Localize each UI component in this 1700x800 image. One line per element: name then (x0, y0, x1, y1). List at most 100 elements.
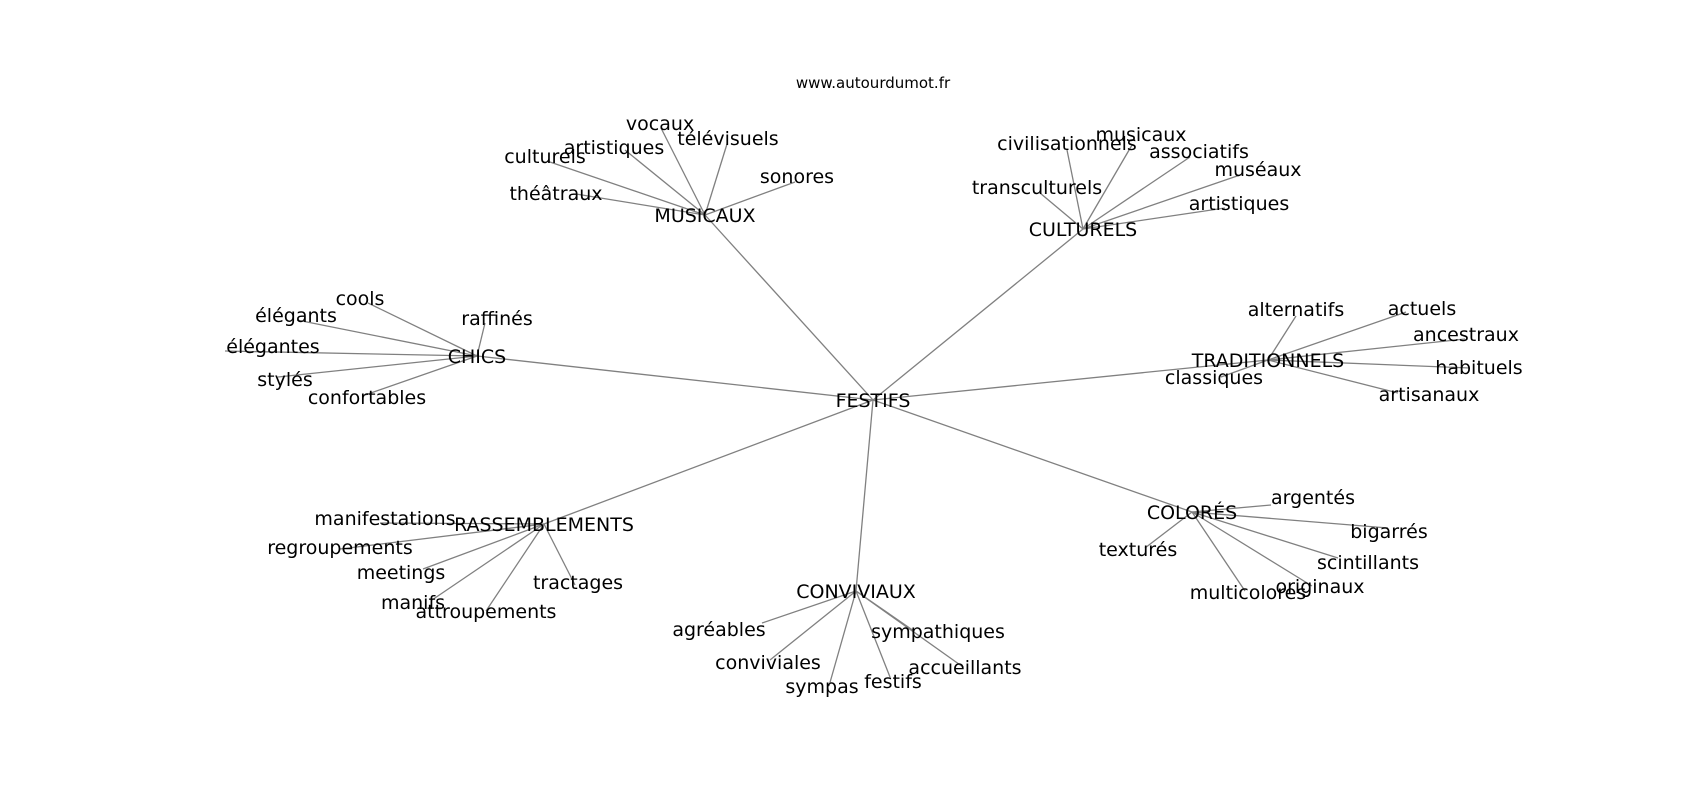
leaf-word: élégantes (226, 336, 319, 358)
leaf-word: vocaux (626, 113, 694, 135)
edge-center-to-hub (872, 228, 1084, 401)
leaf-word: bigarrés (1350, 521, 1428, 543)
center-node: FESTIFS (836, 390, 911, 412)
edge-hub-to-word (277, 355, 478, 378)
edge-hub-to-word (855, 590, 891, 678)
edge-hub-to-word (1191, 504, 1272, 513)
edge-hub-to-word (828, 590, 857, 687)
leaf-word: civilisationnels (997, 133, 1137, 155)
leaf-word: attroupements (416, 601, 557, 623)
leaf-word: festifs (864, 671, 922, 693)
edge-hub-to-word (431, 523, 545, 601)
leaf-word: sonores (760, 166, 834, 188)
edge-hub-to-word (1082, 144, 1133, 230)
leaf-word: classiques (1165, 367, 1263, 389)
edge-hub-to-word (1191, 511, 1313, 587)
edge-hub-to-word (1082, 207, 1226, 230)
leaf-word: sympathiques (871, 621, 1005, 643)
leaf-word: ancestraux (1413, 324, 1519, 346)
edge-hub-to-word (1267, 311, 1407, 361)
leaf-word: stylés (257, 369, 312, 391)
edge-hub-to-word (379, 522, 545, 525)
leaf-word: multicolores (1190, 582, 1307, 604)
edge-hub-to-word (476, 322, 486, 357)
leaf-word: regroupements (267, 537, 413, 559)
hub-node: CHICS (448, 346, 506, 368)
hub-node: TRADITIONNELS (1191, 350, 1345, 372)
edge-hub-to-word (1144, 511, 1193, 549)
edge-center-to-hub (855, 399, 874, 592)
hub-node: CULTURELS (1029, 219, 1138, 241)
edge-hub-to-word (575, 193, 706, 216)
leaf-word: alternatifs (1248, 299, 1345, 321)
edge-hub-to-word (339, 523, 545, 550)
edge-hub-to-word (1191, 511, 1389, 529)
edge-hub-to-word (224, 350, 478, 357)
edge-hub-to-word (1082, 174, 1241, 230)
edge-hub-to-word (1267, 338, 1466, 361)
leaf-word: culturels (504, 146, 586, 168)
edge-center-to-hub (872, 359, 1269, 401)
edge-hub-to-word (761, 590, 857, 624)
edge-hub-to-word (624, 149, 706, 216)
leaf-word: muséaux (1214, 159, 1301, 181)
leaf-word: manifs (381, 592, 445, 614)
hub-node: MUSICAUX (654, 205, 755, 227)
edge-hub-to-word (546, 160, 706, 216)
edge-hub-to-word (485, 523, 545, 612)
leaf-word: argentés (1271, 487, 1355, 509)
leaf-word: élégants (255, 305, 337, 327)
hub-node: CONVIVIAUX (796, 581, 916, 603)
leaf-word: artistiques (564, 137, 665, 159)
edge-hub-to-word (296, 319, 478, 357)
leaf-word: scintillants (1317, 552, 1419, 574)
leaf-word: confortables (308, 387, 426, 409)
edge-hub-to-word (1191, 511, 1339, 559)
leaf-word: raffinés (461, 308, 532, 330)
leaf-word: transculturels (972, 177, 1102, 199)
edge-hub-to-word (1082, 156, 1191, 230)
edge-center-to-hub (476, 355, 874, 401)
leaf-word: musicaux (1095, 124, 1186, 146)
leaf-word: sympas (785, 676, 858, 698)
leaf-word: accueillants (908, 657, 1021, 679)
edge-hub-to-word (855, 590, 964, 668)
leaf-word: meetings (357, 562, 446, 584)
leaf-word: théâtraux (509, 183, 602, 205)
edge-hub-to-word (1039, 192, 1084, 230)
edge-hub-to-word (1066, 149, 1084, 230)
leaf-word: associatifs (1149, 141, 1249, 163)
edge-hub-to-word (704, 143, 728, 216)
leaf-word: artisanaux (1379, 384, 1480, 406)
edge-center-to-hub (704, 214, 874, 401)
leaf-word: actuels (1388, 298, 1456, 320)
hub-node: RASSEMBLEMENTS (454, 514, 634, 536)
leaf-word: agréables (672, 619, 765, 641)
leaf-word: originaux (1275, 576, 1364, 598)
edge-hub-to-word (1220, 359, 1269, 378)
leaf-word: manifestations (314, 508, 455, 530)
edge-center-to-hub (543, 399, 874, 525)
leaf-word: tractages (533, 572, 623, 594)
hub-node: COLORÉS (1147, 501, 1237, 524)
leaf-word: artistiques (1189, 193, 1290, 215)
edge-layer (224, 127, 1471, 687)
edge-hub-to-word (364, 355, 478, 396)
edge-hub-to-word (1267, 315, 1297, 361)
leaf-word: habituels (1435, 357, 1522, 379)
edge-hub-to-word (660, 127, 706, 216)
leaf-word: texturés (1099, 539, 1178, 561)
edge-hub-to-word (1267, 359, 1471, 369)
edge-center-to-hub (872, 399, 1193, 513)
edge-hub-to-word (422, 523, 545, 570)
leaf-word: conviviales (715, 652, 821, 674)
edge-hub-to-word (1191, 511, 1246, 592)
edge-hub-to-word (704, 181, 796, 216)
edge-hub-to-word (367, 302, 478, 357)
edge-hub-to-word (769, 590, 857, 661)
leaf-word: cools (336, 288, 385, 310)
leaf-word: télévisuels (677, 128, 778, 150)
